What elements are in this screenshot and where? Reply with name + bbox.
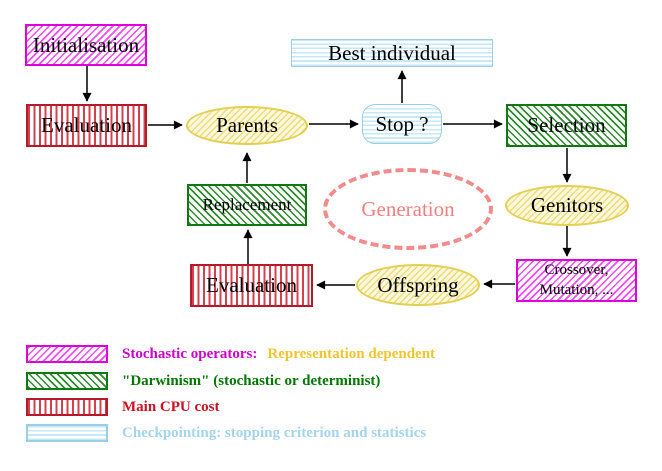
- legend-swatch-green-hatch: [26, 372, 108, 390]
- node-evaluation-top-label: Evaluation: [41, 113, 132, 138]
- legend-swatch-magenta-hatch: [26, 345, 108, 363]
- node-generation: Generation: [323, 168, 493, 250]
- crossover-line1: Crossover,: [544, 262, 609, 278]
- node-generation-label: Generation: [361, 196, 455, 221]
- node-crossover-mutation: Crossover, Mutation, ...: [516, 259, 637, 302]
- legend-label-representation: Representation dependent: [267, 345, 436, 362]
- node-parents-label: Parents: [216, 113, 278, 138]
- node-initialisation-label: Initialisation: [32, 32, 140, 57]
- node-best-individual-label: Best individual: [328, 40, 456, 65]
- legend-row-cpu-cost: Main CPU cost: [26, 398, 220, 416]
- node-selection: Selection: [506, 104, 627, 147]
- node-offspring: Offspring: [356, 264, 480, 306]
- node-genitors-label: Genitors: [530, 193, 604, 218]
- node-evaluation-bottom: Evaluation: [190, 264, 313, 307]
- node-initialisation: Initialisation: [25, 24, 147, 66]
- node-offspring-label: Offspring: [377, 272, 459, 297]
- node-stop: Stop ?: [362, 104, 442, 144]
- legend-label-checkpointing: Checkpointing: stopping criterion and st…: [122, 424, 427, 441]
- legend-label-cpu-cost: Main CPU cost: [122, 398, 220, 415]
- legend-label-darwinism: "Darwinism" (stochastic or determinist): [122, 372, 381, 389]
- node-evaluation-top: Evaluation: [26, 104, 147, 147]
- node-stop-label: Stop ?: [375, 111, 429, 136]
- legend-swatch-red-stripes: [26, 398, 108, 416]
- legend-row-darwinism: "Darwinism" (stochastic or determinist): [26, 372, 380, 390]
- node-evaluation-bottom-label: Evaluation: [206, 273, 297, 298]
- node-parents: Parents: [186, 106, 308, 145]
- node-crossover-mutation-label: Crossover, Mutation, ...: [540, 261, 614, 300]
- legend-row-stochastic: Stochastic operators: Representation dep…: [26, 345, 435, 363]
- node-replacement: Replacement: [187, 184, 307, 226]
- crossover-line2: Mutation, ...: [539, 281, 614, 298]
- node-genitors: Genitors: [505, 185, 629, 226]
- legend-row-checkpointing: Checkpointing: stopping criterion and st…: [26, 424, 426, 442]
- node-selection-label: Selection: [527, 113, 606, 138]
- node-replacement-label: Replacement: [202, 195, 292, 215]
- legend-swatch-cyan-stripes: [26, 424, 108, 442]
- legend-label-stochastic: Stochastic operators:: [122, 345, 258, 362]
- node-best-individual: Best individual: [291, 39, 493, 67]
